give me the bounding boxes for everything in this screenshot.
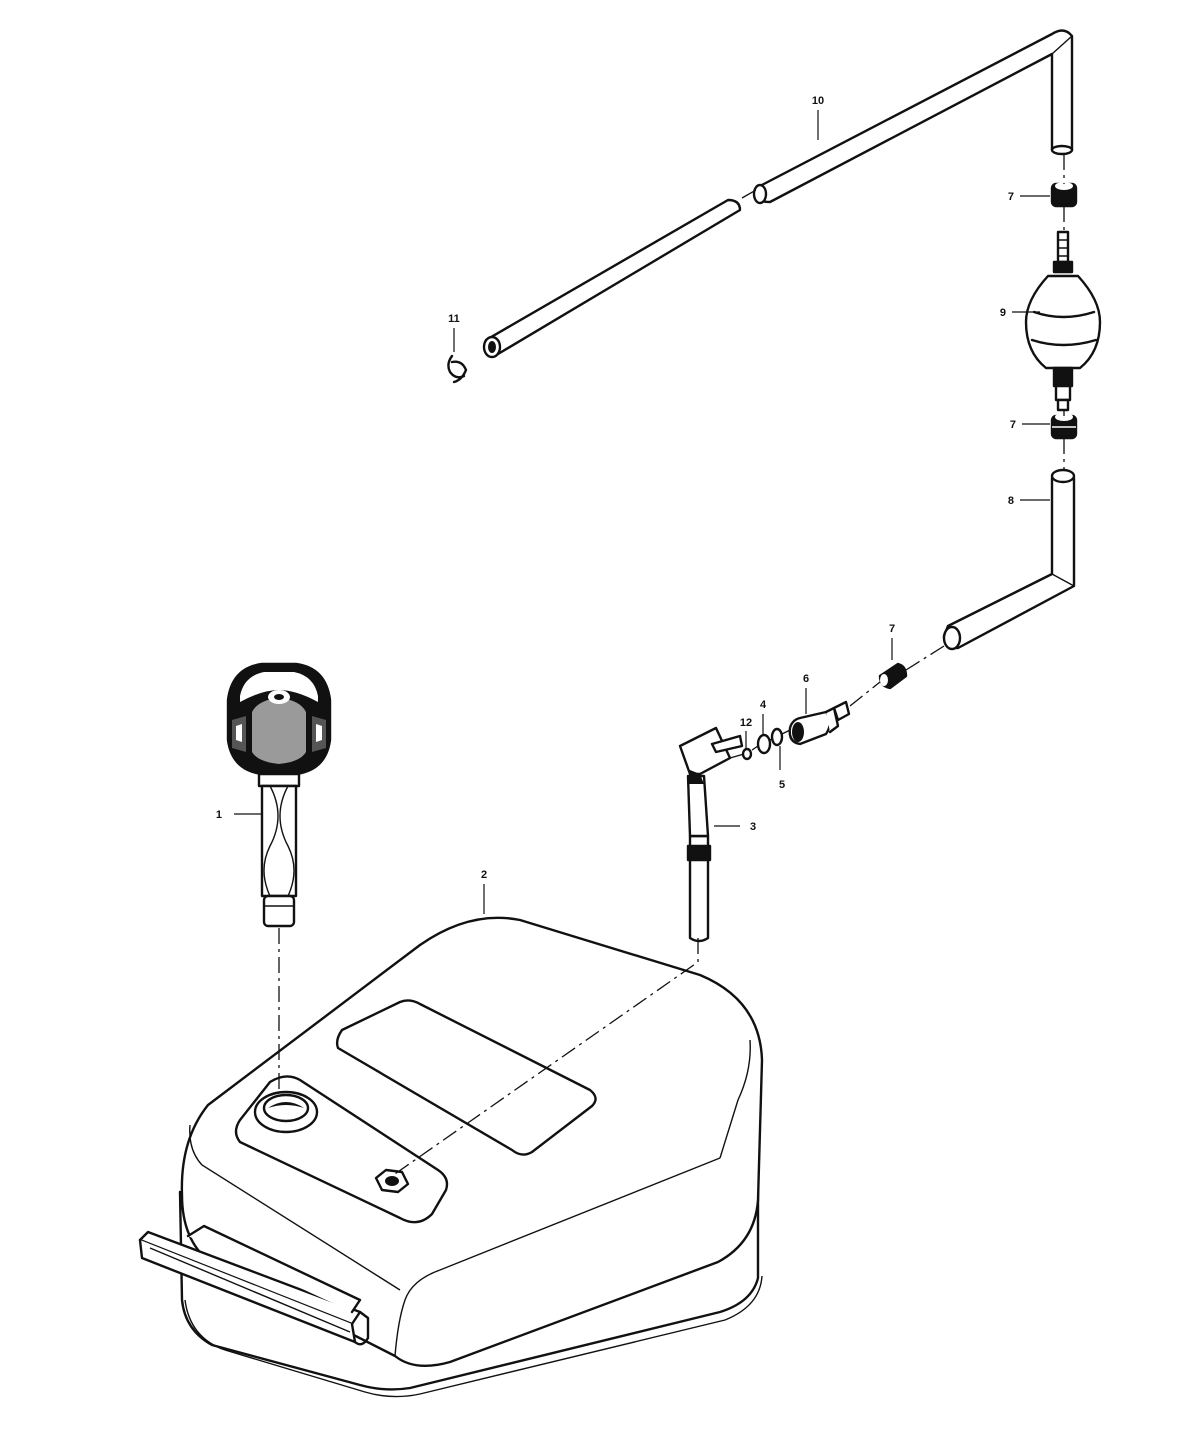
tank-handle [138, 1224, 370, 1346]
callout-7-middle: 7 [1010, 419, 1016, 431]
callout-9: 9 [1000, 307, 1006, 319]
fuel-hose-10 [482, 29, 1074, 359]
fuel-tank [138, 916, 764, 1398]
o-ring-4 [756, 733, 772, 755]
callout-3: 3 [750, 821, 756, 833]
pickup-tube [678, 726, 744, 943]
callout-8: 8 [1008, 495, 1014, 507]
hose-clamp-lower [878, 662, 908, 690]
callout-2: 2 [481, 869, 487, 881]
callout-4: 4 [760, 699, 767, 711]
callout-10: 10 [812, 95, 824, 107]
o-ring-12 [741, 747, 753, 761]
leader-lines [234, 110, 1050, 914]
callout-7-top: 7 [1008, 191, 1014, 203]
hose-clip [447, 354, 468, 384]
connector [788, 700, 851, 746]
o-ring-5 [770, 727, 784, 747]
callout-labels: 1 2 3 4 5 6 7 7 7 8 9 10 11 12 [216, 95, 1016, 881]
fuel-gauge [226, 662, 332, 928]
hose-clamp-middle [1050, 413, 1078, 440]
callout-11: 11 [448, 313, 460, 325]
hose-clamp-top [1050, 182, 1078, 208]
callout-1: 1 [216, 809, 222, 821]
assembly-lines [278, 154, 1065, 1177]
callout-6: 6 [803, 673, 809, 685]
primer-bulb [1024, 230, 1102, 412]
callout-7-lower: 7 [889, 623, 895, 635]
fuel-hose-8 [942, 468, 1076, 651]
callout-5: 5 [779, 779, 785, 791]
callout-12: 12 [740, 717, 752, 729]
